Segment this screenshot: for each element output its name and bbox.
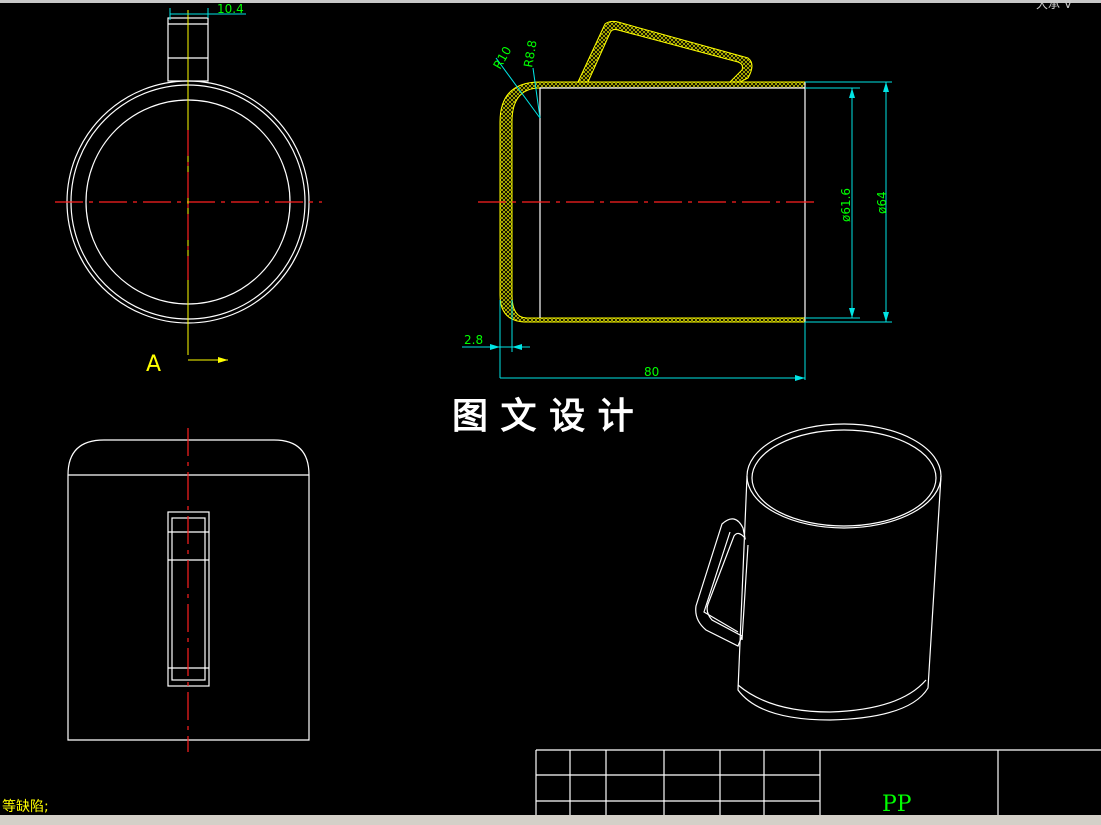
dim-height: 80 <box>644 365 659 379</box>
top-window-border <box>0 0 1101 3</box>
title-block: PP <box>535 749 1101 817</box>
front-view <box>67 428 310 752</box>
dim-outer-radius: R10 <box>490 44 514 71</box>
isometric-view <box>695 423 942 721</box>
section-view: R10 R8.8 ø61.6 ø64 2.8 80 <box>462 20 892 381</box>
material-label: PP <box>882 792 912 817</box>
dim-handle-width: 10.4 <box>217 2 244 16</box>
dim-wall-thickness: 2.8 <box>464 333 483 347</box>
note-text: 等缺陷; <box>2 798 49 815</box>
dim-inner-diameter: ø61.6 <box>839 188 853 222</box>
dim-inner-radius: R8.8 <box>521 39 540 68</box>
drawing-title: 图 文 设 计 <box>452 395 634 437</box>
dim-outer-diameter: ø64 <box>875 191 889 214</box>
status-bar <box>0 815 1101 825</box>
view-label-a: A <box>146 352 161 377</box>
top-view: 10.4 A <box>55 2 322 377</box>
corner-text: 大承 V <box>1036 0 1073 11</box>
